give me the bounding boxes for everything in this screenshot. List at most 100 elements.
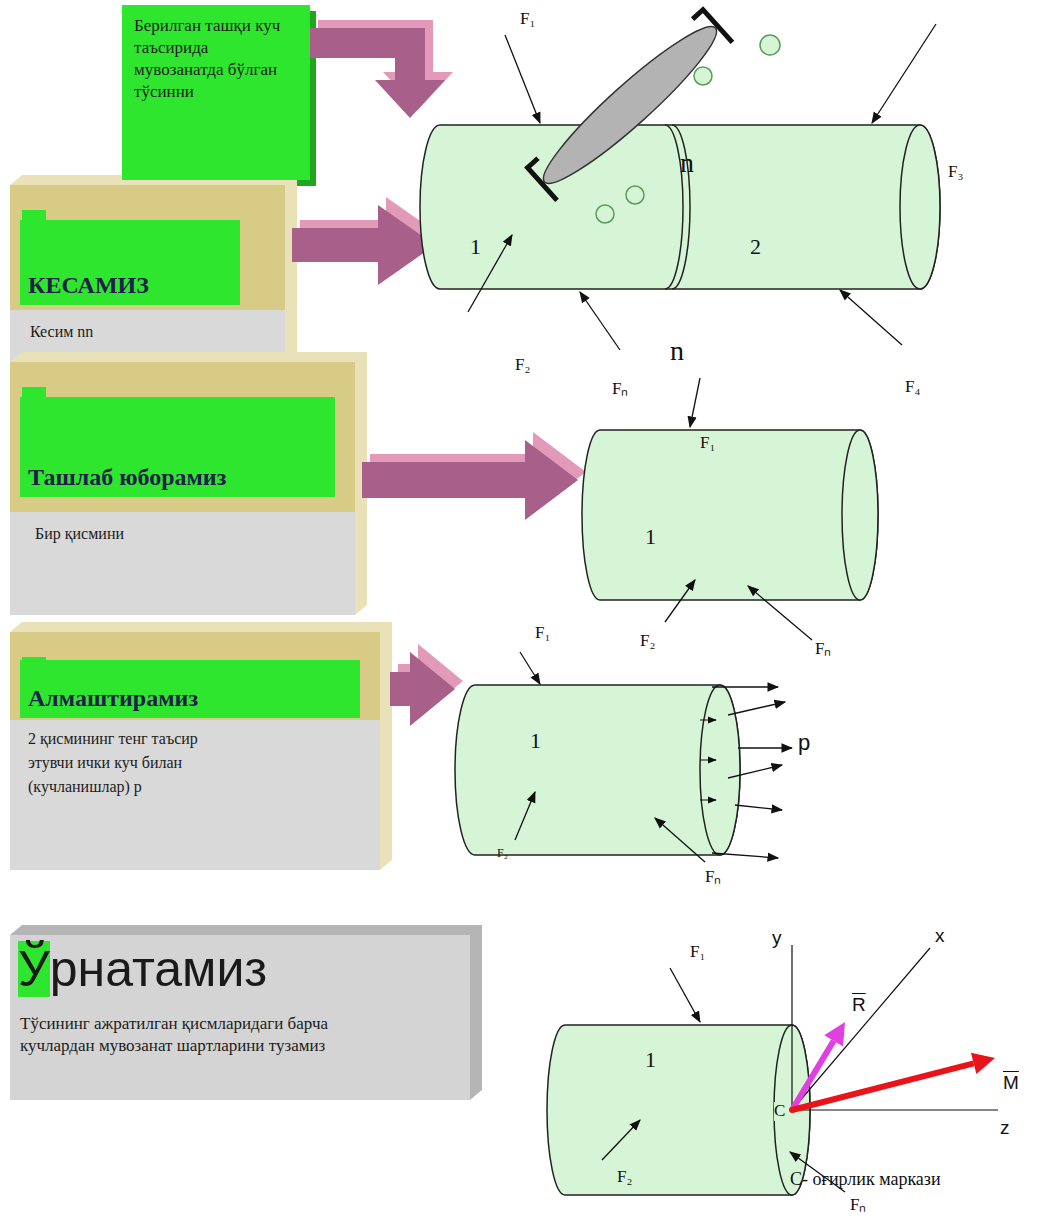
step-title: Алмаштирамиз bbox=[20, 660, 360, 718]
force-arrow bbox=[690, 378, 700, 427]
force-label: 1 bbox=[645, 1048, 656, 1072]
box-back-face bbox=[10, 925, 482, 1100]
step-box: ЎрнатамизТўсининг ажратилган қисмларидаг… bbox=[10, 935, 470, 1100]
step-note: 2 қисмининг тенг таъсир этувчи ички куч … bbox=[28, 727, 228, 799]
force-label: y bbox=[772, 928, 782, 949]
force-arrow bbox=[505, 35, 540, 123]
stress-arrow bbox=[712, 686, 778, 687]
block-arrow bbox=[362, 440, 578, 520]
stress-arrow bbox=[738, 747, 792, 748]
chip bbox=[760, 35, 780, 55]
block-arrow bbox=[292, 205, 435, 285]
force-label: F₁ bbox=[520, 10, 535, 29]
force-label: z bbox=[1000, 1118, 1010, 1139]
force-label: С- оғирлик маркази bbox=[790, 1170, 941, 1190]
box-bottom-panel bbox=[10, 512, 355, 615]
force-arrow bbox=[515, 792, 535, 840]
force-label: n bbox=[680, 148, 694, 179]
box-back-face bbox=[10, 622, 392, 870]
force-label: x bbox=[935, 926, 945, 947]
force-label: 2 bbox=[750, 235, 761, 259]
force-label: Fₙ bbox=[815, 640, 831, 659]
knife bbox=[531, 13, 729, 197]
force-label: F₃ bbox=[948, 163, 963, 182]
force-arrow bbox=[602, 1120, 640, 1160]
force-label: F₂ bbox=[640, 632, 655, 651]
step-title: Ташлаб юборамиз bbox=[20, 397, 335, 497]
force-label: M bbox=[1003, 1073, 1019, 1094]
force-label: Fₙ bbox=[850, 1196, 866, 1215]
force-label: F₂ bbox=[515, 356, 530, 375]
stress-arrow bbox=[700, 800, 716, 801]
box-bottom-panel bbox=[10, 720, 380, 870]
force-label: 1 bbox=[470, 235, 481, 259]
beam-end bbox=[842, 430, 878, 600]
force-label: F₁ bbox=[700, 434, 715, 453]
step-title: Берилган ташқи куч таъсирида мувозанатда… bbox=[122, 5, 310, 111]
resultant-moment bbox=[792, 1063, 974, 1110]
force-label: F₁ bbox=[535, 624, 550, 643]
force-label: R bbox=[852, 995, 866, 1016]
step-box: Алмаштирамиз 2 қисмининг тенг таъсир этув… bbox=[10, 632, 380, 870]
step-note: Тўсининг ажратилган қисмларидаги барча к… bbox=[20, 1013, 390, 1057]
centre-point bbox=[789, 1107, 795, 1113]
axis-line bbox=[792, 1109, 998, 1110]
knife-handle bbox=[693, 10, 733, 43]
chip bbox=[596, 205, 614, 223]
box-panel bbox=[10, 935, 470, 1100]
drawing bbox=[10, 10, 998, 1195]
step-title: Ўрнатамиз bbox=[18, 941, 458, 999]
step-title: КЕСАМИЗ bbox=[20, 220, 240, 305]
step-note: Бир қисмини bbox=[35, 522, 335, 546]
knife-handle bbox=[528, 158, 557, 200]
step-note: Кесим nn bbox=[30, 320, 270, 344]
force-label: n bbox=[670, 336, 684, 367]
stress-arrow bbox=[728, 765, 782, 778]
force-arrow bbox=[520, 652, 540, 684]
box-top-panel bbox=[10, 362, 355, 512]
chip bbox=[626, 186, 644, 204]
stress-arrow bbox=[728, 702, 785, 715]
box-top-panel bbox=[10, 632, 380, 720]
box-back-face bbox=[10, 352, 367, 615]
block-arrow bbox=[390, 652, 455, 726]
force-arrow bbox=[840, 290, 902, 345]
beam-cylinder bbox=[582, 430, 878, 600]
box-back-face bbox=[10, 175, 297, 370]
given-beam-box: Берилган ташқи куч таъсирида мувозанатда… bbox=[122, 5, 310, 180]
force-label: Fₙ bbox=[705, 868, 721, 887]
step-box: Ташлаб юборамизБир қисмини bbox=[10, 362, 355, 615]
box-top-panel bbox=[10, 185, 285, 310]
force-label: Fₙ bbox=[612, 380, 628, 399]
stress-arrow bbox=[700, 760, 716, 761]
force-arrow bbox=[670, 968, 700, 1022]
beam-end bbox=[700, 685, 740, 855]
resultant-moment-head bbox=[971, 1053, 995, 1074]
force-arrow bbox=[468, 235, 512, 312]
force-label: F₄ bbox=[905, 378, 920, 397]
force-arrow bbox=[872, 24, 936, 123]
force-label: p bbox=[798, 731, 810, 755]
beam-cylinder bbox=[420, 125, 940, 289]
stress-arrow bbox=[712, 853, 778, 858]
beam-end bbox=[900, 125, 940, 289]
force-label: 1 bbox=[645, 525, 656, 549]
stress-arrow bbox=[700, 720, 716, 721]
resultant-force-head bbox=[824, 1022, 845, 1047]
force-arrow bbox=[580, 292, 620, 350]
force-label: 1 bbox=[530, 729, 541, 753]
force-label: C bbox=[774, 1102, 785, 1121]
axis-line bbox=[791, 945, 792, 1110]
chip bbox=[694, 67, 712, 85]
step-box: КЕСАМИЗ Кесим nn bbox=[10, 185, 285, 370]
force-label: F₂ bbox=[617, 1168, 632, 1187]
beam-cylinder bbox=[547, 1025, 810, 1195]
force-arrow bbox=[655, 818, 705, 862]
beam-cylinder bbox=[455, 685, 740, 855]
force-arrow bbox=[665, 580, 695, 622]
force-label: F₂ bbox=[497, 847, 508, 860]
force-label: F₁ bbox=[690, 943, 705, 962]
force-arrow bbox=[748, 586, 812, 640]
block-arrow bbox=[310, 28, 445, 118]
axis-line bbox=[792, 948, 930, 1110]
